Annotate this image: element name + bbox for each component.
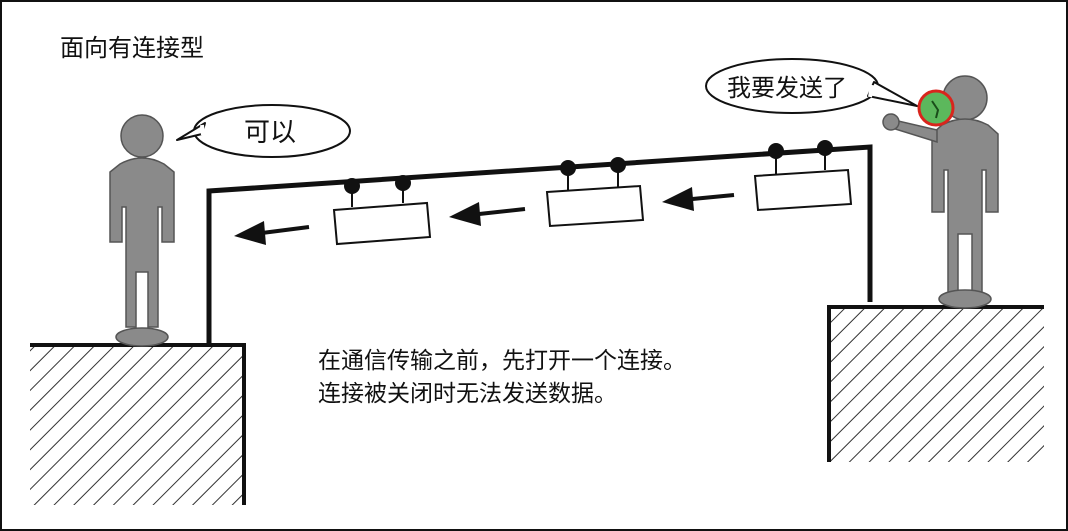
packet-1 [332,175,432,246]
cursor-highlight-icon [917,89,955,127]
caption-line-1: 在通信传输之前，先打开一个连接。 [318,348,686,374]
caption-line-2: 连接被关闭时无法发送数据。 [318,381,617,407]
arrow-left-icon [234,221,310,245]
left-speech-text: 可以 [244,118,296,148]
arrow-left-icon [662,187,735,211]
right-ground [827,305,1044,462]
left-speech-bubble: 可以 [176,104,351,158]
arrow-left-icon [449,202,526,226]
packet-3 [753,140,853,212]
diagram-title: 面向有连接型 [60,34,204,62]
right-person-figure [882,75,999,309]
right-speech-bubble: 我要发送了 [705,58,918,114]
left-person-figure [109,114,175,347]
connection-line [206,144,873,345]
right-speech-text: 我要发送了 [727,74,847,102]
packet-2 [545,157,645,228]
left-ground [30,343,246,505]
